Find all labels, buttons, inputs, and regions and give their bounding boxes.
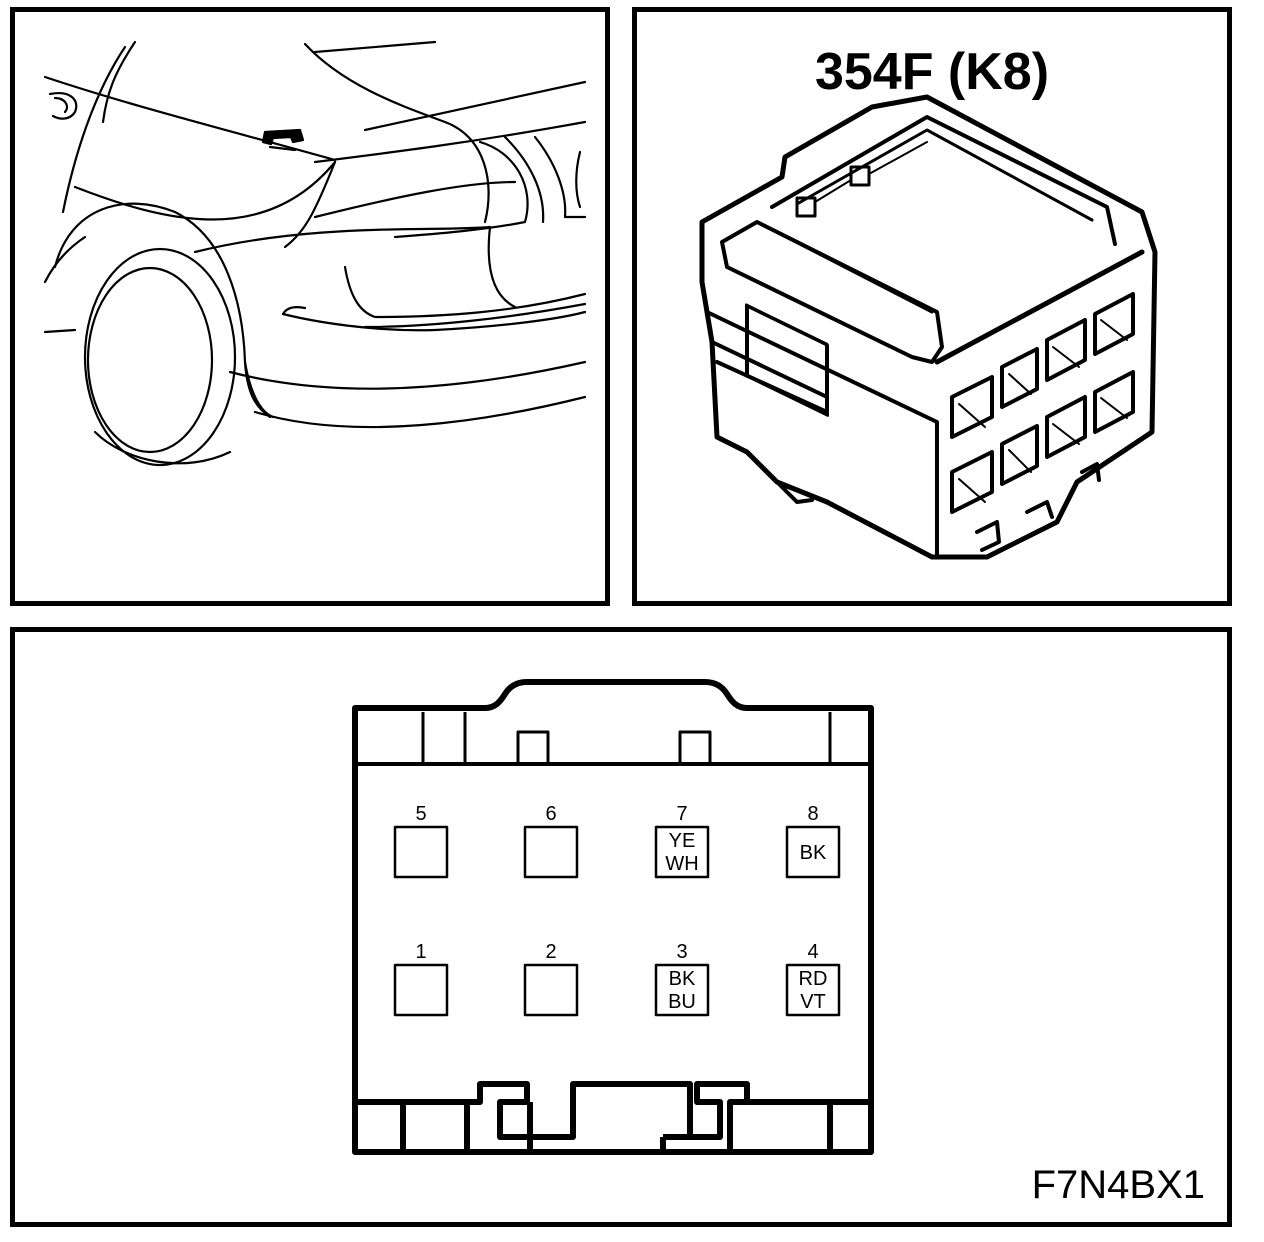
- pin-number: 1: [415, 941, 426, 963]
- connector-isometric-drawing: [699, 94, 1158, 560]
- pin-4-wire-color-1: RD: [799, 968, 828, 990]
- pin-number: 7: [676, 803, 687, 825]
- pin-7-wire-color-2: WH: [665, 853, 698, 875]
- pinout-panel: 5 6 7 8 1 2 3 4 YE WH BK BK BU RD VT F7N…: [10, 627, 1232, 1227]
- pin-7-wire-color-1: YE: [669, 830, 696, 852]
- pin-8-wire-color-1: BK: [800, 842, 827, 864]
- pin-number: 5: [415, 803, 426, 825]
- pin-number: 8: [807, 803, 818, 825]
- figure-code: F7N4BX1: [1031, 1163, 1205, 1207]
- vehicle-location-panel: [10, 7, 610, 606]
- connector-face-diagram: 5 6 7 8 1 2 3 4 YE WH BK BK BU RD VT: [352, 679, 874, 1155]
- pin-number: 2: [545, 941, 556, 963]
- pin-number: 6: [545, 803, 556, 825]
- vehicle-rear-sketch: [43, 40, 587, 467]
- connector-view-panel: 354F (K8): [632, 7, 1232, 606]
- pin-number: 4: [807, 941, 818, 963]
- pin-4-wire-color-2: VT: [800, 991, 826, 1013]
- pin-3-wire-color-1: BK: [669, 968, 696, 990]
- pin-3-wire-color-2: BU: [668, 991, 696, 1013]
- pin-number: 3: [676, 941, 687, 963]
- connector-id: 354F (K8): [814, 43, 1050, 101]
